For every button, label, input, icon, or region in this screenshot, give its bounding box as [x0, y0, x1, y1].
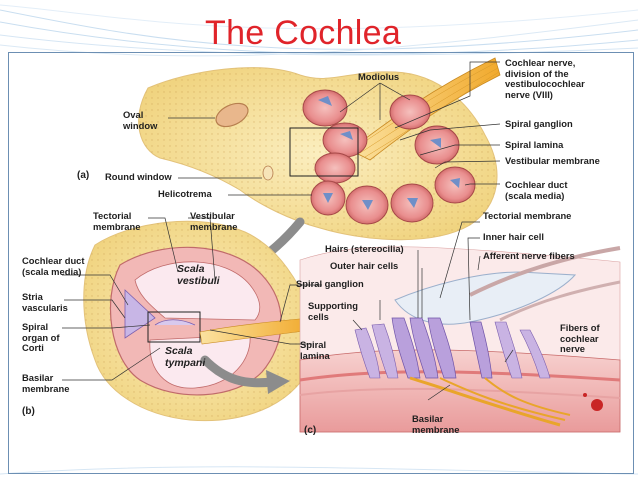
label-vestibular-membrane-a: Vestibular membrane [505, 155, 600, 166]
label-tectorial-membrane-b: Tectorial membrane [93, 210, 141, 232]
label-cochlear-duct-b: Cochlear duct (scala media) [22, 255, 85, 277]
label-scala-tympani: Scala tympani [165, 345, 206, 369]
panel-c-organ-of-corti [299, 246, 621, 433]
label-spiral-lamina-b: Spiral lamina [300, 339, 330, 361]
panel-b-cross-section [83, 220, 313, 422]
label-cochlear-nerve: Cochlear nerve, division of the vestibul… [505, 57, 585, 100]
label-round-window: Round window [105, 171, 172, 182]
highlight-box-b [147, 311, 201, 343]
hair-cells [354, 317, 551, 379]
label-supporting-cells: Supporting cells [308, 300, 358, 322]
label-helicotrema: Helicotrema [158, 188, 212, 199]
label-cochlear-duct-a: Cochlear duct (scala media) [505, 179, 568, 201]
label-afferent-nerve-fibers: Afferent nerve fibers [483, 250, 575, 261]
highlight-box-a [289, 127, 359, 177]
label-scala-vestibuli: Scala vestibuli [177, 263, 220, 287]
label-tectorial-membrane-c: Tectorial membrane [483, 210, 572, 221]
label-oval-window: Oval window [123, 109, 158, 131]
panel-label-b: (b) [22, 406, 35, 417]
label-inner-hair-cell: Inner hair cell [483, 231, 544, 242]
diagram-frame [8, 52, 634, 474]
label-modiolus: Modiolus [358, 71, 400, 82]
label-stria-vascularis: Stria vascularis [22, 291, 68, 313]
label-hairs-stereocilia: Hairs (stereocilia) [325, 243, 404, 254]
panel-label-c: (c) [304, 425, 317, 436]
label-spiral-ganglion-a: Spiral ganglion [505, 118, 573, 129]
label-outer-hair-cells: Outer hair cells [330, 260, 399, 271]
oval-window-shape [215, 102, 249, 128]
label-spiral-organ-of-corti: Spiral organ of Corti [22, 321, 60, 354]
panel-label-a: (a) [77, 170, 90, 181]
label-basilar-membrane-b: Basilar membrane [22, 372, 70, 394]
panel-a-cochlea-section [138, 57, 501, 272]
label-spiral-ganglion-b: Spiral ganglion [296, 278, 364, 289]
label-fibers-cochlear-nerve: Fibers of cochlear nerve [560, 322, 600, 355]
leader-lines [62, 61, 514, 401]
label-basilar-membrane-c: Basilar membrane [412, 413, 460, 435]
cochlea-turns [302, 89, 476, 225]
label-vestibular-membrane-b: Vestibular membrane [190, 210, 238, 232]
slide-title: The Cochlea [205, 14, 402, 52]
label-spiral-lamina-a: Spiral lamina [505, 139, 564, 150]
